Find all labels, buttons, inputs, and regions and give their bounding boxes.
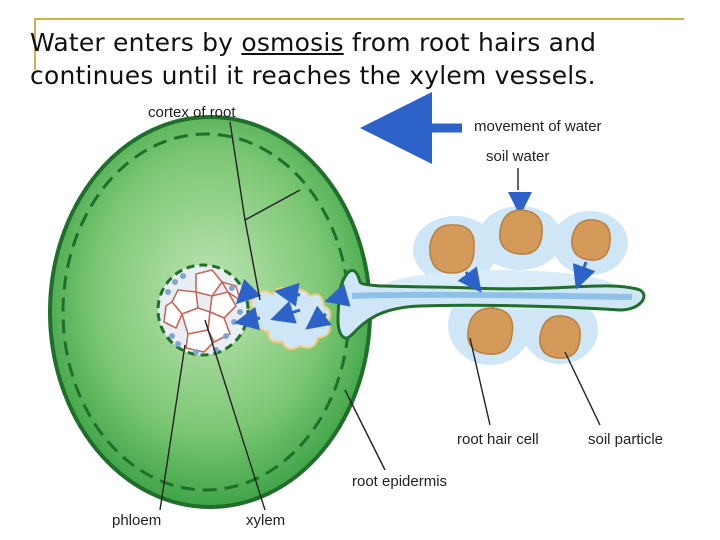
label-phloem: phloem bbox=[112, 512, 161, 529]
label-root-hair-cell: root hair cell bbox=[457, 431, 539, 448]
label-movement-of-water: movement of water bbox=[474, 118, 602, 135]
label-soil-particle: soil particle bbox=[588, 431, 663, 448]
root-hair-vacuole bbox=[352, 295, 632, 297]
label-root-epidermis: root epidermis bbox=[352, 473, 447, 490]
label-soil-water: soil water bbox=[486, 148, 549, 165]
label-xylem: xylem bbox=[246, 512, 285, 529]
vascular-bundle bbox=[158, 265, 248, 355]
label-cortex: cortex of root bbox=[148, 104, 236, 121]
